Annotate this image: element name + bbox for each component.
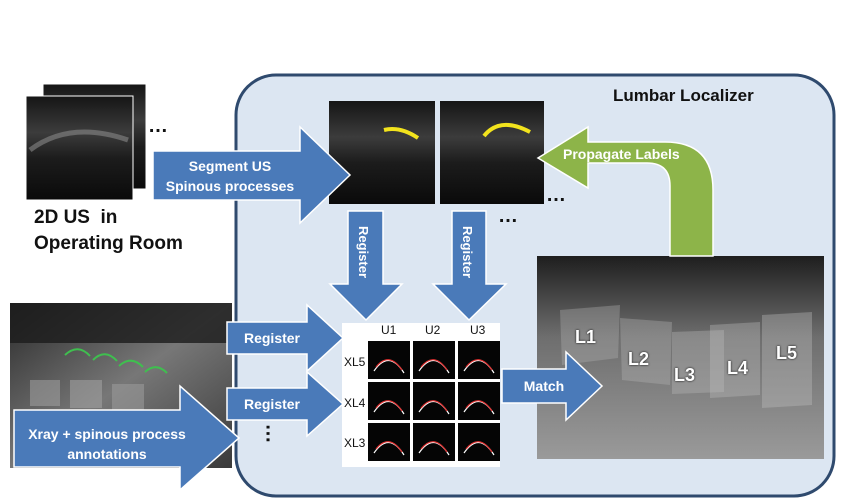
similarity-matrix-cells — [368, 341, 500, 461]
matrix-xray-curve — [420, 359, 448, 371]
register-vertical-arrow-2[interactable] — [431, 210, 508, 322]
xray-input-arrow-label: Xray + spinous process annotations — [28, 426, 186, 462]
matrix-xray-curve — [465, 400, 493, 412]
segmented-us-image-2 — [440, 101, 544, 204]
matrix-xray-curve — [465, 441, 493, 453]
vertebra-label-l3: L3 — [674, 365, 696, 385]
matrix-xray-curve — [420, 441, 448, 453]
matrix-xray-curve — [375, 359, 403, 371]
propagate-labels-arrow[interactable] — [536, 125, 714, 257]
matrix-xray-curve — [375, 400, 403, 412]
matrix-col-u3: U3 — [470, 323, 486, 337]
matrix-col-u1: U1 — [381, 323, 397, 337]
matrix-row-xl3: XL3 — [344, 436, 366, 450]
vertebra-label-l1: L1 — [575, 327, 597, 347]
match-arrow[interactable] — [501, 350, 604, 422]
vertebra-label-l2: L2 — [628, 349, 650, 369]
match-arrow-label: Match — [523, 378, 565, 394]
segmented-ellipsis: … — [546, 184, 566, 206]
propagate-arrow-label: Propagate Labels — [563, 146, 680, 162]
us-caption-line1: 2D US in — [34, 207, 118, 228]
register-horizontal-arrow-2[interactable] — [226, 370, 345, 438]
register-horizontal-arrow-1[interactable] — [226, 303, 345, 373]
lumbar-xray-image — [537, 256, 824, 459]
segment-arrow-label: Segment US Spinous processes — [165, 158, 295, 194]
segmented-us-image-1 — [329, 101, 435, 204]
xray-input-arrow[interactable] — [13, 384, 241, 492]
us-stack-ellipsis: … — [148, 115, 168, 137]
matrix-xray-curve — [465, 359, 493, 371]
matrix-xray-curve — [375, 441, 403, 453]
matrix-xray-curve — [420, 400, 448, 412]
us-image-stack — [25, 83, 147, 201]
register-horizontal-label-2: Register — [243, 396, 301, 412]
matrix-col-u2: U2 — [425, 323, 441, 337]
register-vertical-label-2: Register — [460, 226, 475, 279]
panel-title: Lumbar Localizer — [613, 86, 754, 105]
vertebra-label-l5: L5 — [776, 343, 798, 363]
register-horizontal-label-1: Register — [243, 330, 301, 346]
register-vertical-arrow-1[interactable] — [328, 210, 404, 322]
us-caption-line2: Operating Room — [34, 233, 183, 254]
segment-arrow[interactable] — [152, 125, 352, 225]
register-ellipsis: … — [498, 205, 518, 227]
xray-ellipsis: … — [261, 423, 284, 444]
vertebra-label-l4: L4 — [727, 358, 749, 378]
matrix-row-xl5: XL5 — [344, 355, 366, 369]
matrix-row-xl4: XL4 — [344, 396, 366, 410]
register-vertical-label-1: Register — [356, 226, 371, 279]
